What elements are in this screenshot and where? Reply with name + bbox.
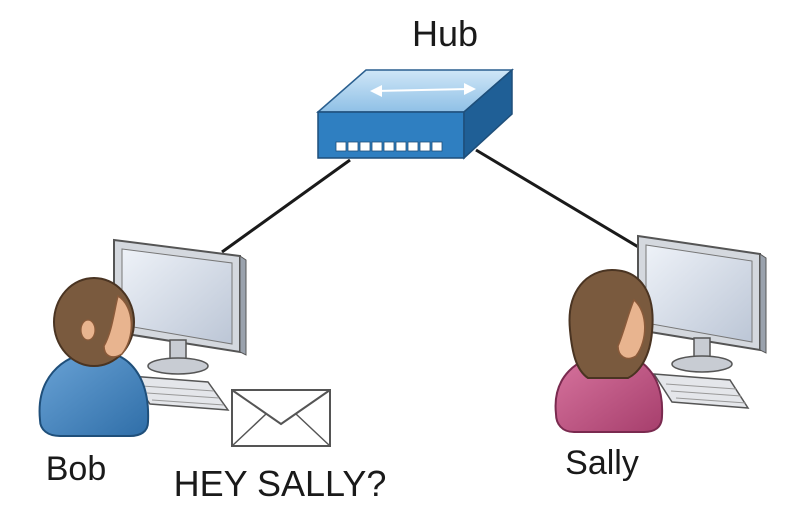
monitor-icon — [113, 238, 247, 375]
sally-workstation: Sally — [554, 234, 767, 482]
hub-label: Hub — [412, 13, 478, 54]
monitor-icon — [637, 234, 767, 373]
envelope-icon — [231, 389, 331, 447]
cable-sally-hub — [475, 148, 641, 250]
bidirectional-arrow-icon — [370, 83, 476, 97]
hub-icon — [316, 68, 514, 160]
host-name-sally: Sally — [565, 444, 639, 482]
cable-bob-hub — [221, 158, 351, 254]
person-icon — [554, 268, 664, 433]
message-text: HEY SALLY? — [174, 463, 387, 504]
keyboard-icon — [652, 373, 750, 409]
host-name-bob: Bob — [46, 450, 107, 488]
bob-workstation: Bob — [38, 238, 247, 488]
person-icon — [38, 277, 150, 437]
hub-ports — [335, 141, 443, 152]
